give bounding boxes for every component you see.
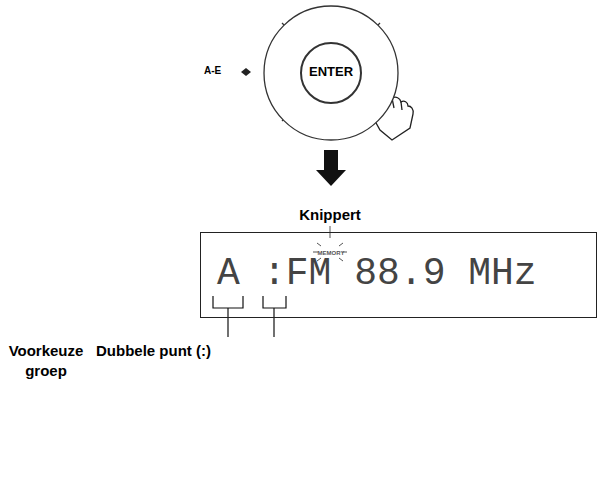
ae-icon xyxy=(241,68,251,76)
enter-button xyxy=(301,43,361,103)
display-text: :FM 88.9 MHz xyxy=(263,253,537,295)
callout-label: Voorkeuze groep xyxy=(0,341,92,380)
button-label: A-E xyxy=(204,64,221,77)
display-panel: MEMORYA:FM 88.9 MHz xyxy=(200,232,597,318)
display-text: A xyxy=(217,253,240,295)
callout-bracket xyxy=(213,296,286,337)
flow-arrow xyxy=(316,150,346,186)
enter-pad: ENTER xyxy=(262,4,400,142)
status-note: Knippert xyxy=(299,205,361,225)
callout-label: Dubbele punt (:) xyxy=(96,341,211,361)
button-label: ENTER xyxy=(309,65,353,79)
pad-ring xyxy=(264,6,398,140)
